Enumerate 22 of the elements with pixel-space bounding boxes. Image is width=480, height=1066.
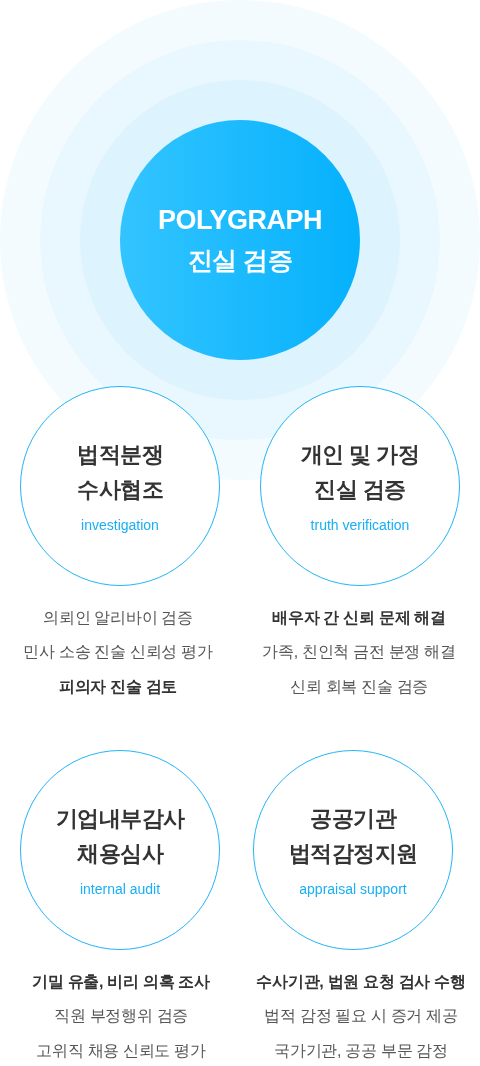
circle-title: 공공기관 법적감정지원 xyxy=(287,805,419,868)
list-item: 기밀 유출, 비리 의혹 조사 xyxy=(32,971,210,992)
list-item: 직원 부정행위 검증 xyxy=(54,1006,188,1026)
circle-subtitle: appraisal support xyxy=(299,880,407,899)
list-item: 국가기관, 공공 부문 감정 xyxy=(274,1040,448,1061)
circle-title: 기업내부감사 채용심사 xyxy=(54,805,186,868)
list-item: 피의자 진술 검토 xyxy=(58,676,178,697)
list-item: 민사 소송 진술 신뢰성 평가 xyxy=(23,642,213,662)
circle-subtitle: investigation xyxy=(81,516,159,535)
list-item: 고위직 채용 신뢰도 평가 xyxy=(36,1040,206,1061)
circle-subtitle: truth verification xyxy=(310,516,410,535)
circle-title: 진실 검증 xyxy=(187,245,293,276)
circle-title: 개인 및 가정 진실 검증 xyxy=(299,441,421,504)
list-item: 의뢰인 알리바이 검증 xyxy=(43,607,193,628)
list-item: 배우자 간 신뢰 문제 해결 xyxy=(272,607,446,628)
list-item: 가족, 친인척 금전 분쟁 해결 xyxy=(262,642,456,662)
circle-title: 법적분쟁 수사협조 xyxy=(76,441,164,504)
circle-title: POLYGRAPH xyxy=(157,204,322,237)
list-item: 수사기관, 법원 요청 검사 수행 xyxy=(256,971,466,992)
list-item: 법적 감정 필요 시 증거 제공 xyxy=(264,1006,458,1026)
list-item: 신뢰 회복 진술 검증 xyxy=(290,676,428,697)
circle-subtitle: internal audit xyxy=(79,880,161,899)
